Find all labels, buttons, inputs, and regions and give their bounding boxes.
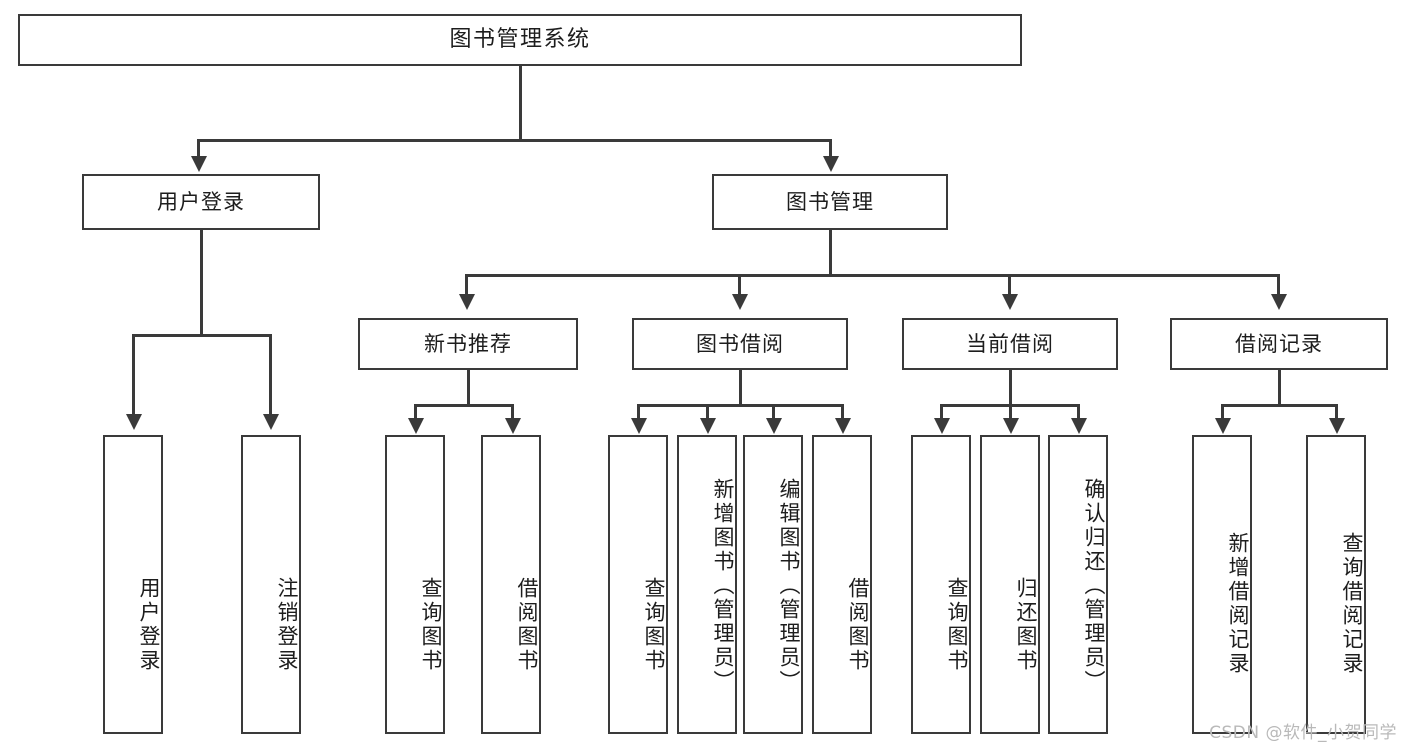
connector-borrow-record-bar <box>1222 404 1336 407</box>
node-new-book-recommend[interactable]: 新书推荐 <box>358 318 578 370</box>
arrow-to-book-borrow <box>731 294 748 310</box>
node-book-borrow[interactable]: 图书借阅 <box>632 318 848 370</box>
connector-book-borrow-stem <box>738 370 742 405</box>
node-label: 查询图书 <box>945 576 969 673</box>
connector-new-book-bar <box>415 404 512 407</box>
node-label: 注销登录 <box>275 576 299 673</box>
connector-book-borrow-child-3 <box>841 404 844 420</box>
node-book-management[interactable]: 图书管理 <box>712 174 948 230</box>
node-label: 归还图书 <box>1014 576 1038 673</box>
connector-user-login-child-0 <box>132 334 135 416</box>
connector-book-borrow-child-1 <box>706 404 709 420</box>
leaf-new-book-0[interactable]: 查询图书 <box>385 435 445 734</box>
connector-root-stem <box>518 66 522 140</box>
arrow-current-borrow-child-2 <box>1070 418 1087 434</box>
leaf-current-borrow-2[interactable]: 确认归还（管理员） <box>1048 435 1108 734</box>
connector-to-borrow-record <box>1277 274 1280 296</box>
connector-level2-bar <box>466 274 1280 277</box>
arrow-to-book-mgmt <box>822 156 839 172</box>
connector-borrow-record-stem <box>1277 370 1281 405</box>
node-label: 查询图书 <box>419 576 443 673</box>
arrow-user-login-child-1 <box>262 414 279 430</box>
node-label: 借阅图书 <box>846 576 870 673</box>
connector-to-book-borrow <box>738 274 741 296</box>
arrow-current-borrow-child-1 <box>1002 418 1019 434</box>
arrow-new-book-child-1 <box>504 418 521 434</box>
leaf-new-book-1[interactable]: 借阅图书 <box>481 435 541 734</box>
connector-book-borrow-child-0 <box>637 404 640 420</box>
leaf-user-login-1[interactable]: 注销登录 <box>241 435 301 734</box>
arrow-to-current-borrow <box>1001 294 1018 310</box>
connector-user-login-bar <box>133 334 270 337</box>
arrow-user-login-child-0 <box>125 414 142 430</box>
connector-borrow-record-child-1 <box>1335 404 1338 420</box>
arrow-borrow-record-child-1 <box>1328 418 1345 434</box>
connector-level1-bar <box>198 139 831 142</box>
node-label: 借阅图书 <box>515 576 539 673</box>
node-label: 新书推荐 <box>424 331 512 356</box>
node-label: 查询图书 <box>642 576 666 673</box>
connector-borrow-record-child-0 <box>1221 404 1224 420</box>
node-label: 当前借阅 <box>966 331 1054 356</box>
node-label: 用户登录 <box>157 189 245 214</box>
arrow-book-borrow-child-0 <box>630 418 647 434</box>
node-user-login[interactable]: 用户登录 <box>82 174 320 230</box>
arrow-to-user-login <box>190 156 207 172</box>
connector-current-borrow-child-0 <box>940 404 943 420</box>
leaf-borrow-record-0[interactable]: 新增借阅记录 <box>1192 435 1252 734</box>
node-label: 图书借阅 <box>696 331 784 356</box>
node-label: 用户登录 <box>137 576 161 673</box>
leaf-book-borrow-0[interactable]: 查询图书 <box>608 435 668 734</box>
connector-current-borrow-child-1 <box>1009 404 1012 420</box>
connector-user-login-stem <box>199 230 203 335</box>
connector-current-borrow-child-2 <box>1077 404 1080 420</box>
connector-book-mgmt-stem <box>828 230 832 275</box>
connector-to-book-mgmt <box>829 139 832 158</box>
node-label: 借阅记录 <box>1235 331 1323 356</box>
connector-new-book-child-0 <box>414 404 417 420</box>
connector-new-book-child-1 <box>511 404 514 420</box>
arrow-book-borrow-child-3 <box>834 418 851 434</box>
node-label: 新增图书（管理员） <box>711 477 735 694</box>
leaf-user-login-0[interactable]: 用户登录 <box>103 435 163 734</box>
leaf-book-borrow-3[interactable]: 借阅图书 <box>812 435 872 734</box>
connector-book-borrow-child-2 <box>772 404 775 420</box>
leaf-book-borrow-1[interactable]: 新增图书（管理员） <box>677 435 737 734</box>
node-label: 新增借阅记录 <box>1226 531 1250 676</box>
connector-new-book-stem <box>466 370 470 405</box>
node-current-borrow[interactable]: 当前借阅 <box>902 318 1118 370</box>
leaf-book-borrow-2[interactable]: 编辑图书（管理员） <box>743 435 803 734</box>
connector-book-borrow-bar <box>638 404 843 407</box>
arrow-book-borrow-child-1 <box>699 418 716 434</box>
arrow-borrow-record-child-0 <box>1214 418 1231 434</box>
leaf-current-borrow-0[interactable]: 查询图书 <box>911 435 971 734</box>
arrow-to-borrow-record <box>1270 294 1287 310</box>
connector-user-login-child-1 <box>269 334 272 416</box>
node-label: 查询借阅记录 <box>1340 531 1364 676</box>
leaf-current-borrow-1[interactable]: 归还图书 <box>980 435 1040 734</box>
connector-to-current-borrow <box>1008 274 1011 296</box>
connector-to-user-login <box>197 139 200 158</box>
watermark-text: CSDN @软件_小贺同学 <box>1209 723 1397 743</box>
node-root-system[interactable]: 图书管理系统 <box>18 14 1022 66</box>
connector-to-new-book <box>465 274 468 296</box>
node-borrow-record[interactable]: 借阅记录 <box>1170 318 1388 370</box>
node-label: 确认归还（管理员） <box>1082 477 1106 694</box>
node-label: 图书管理系统 <box>449 27 591 53</box>
arrow-to-new-book <box>458 294 475 310</box>
arrow-current-borrow-child-0 <box>933 418 950 434</box>
arrow-new-book-child-0 <box>407 418 424 434</box>
node-label: 图书管理 <box>786 189 874 214</box>
connector-current-borrow-stem <box>1008 370 1012 405</box>
arrow-book-borrow-child-2 <box>765 418 782 434</box>
node-label: 编辑图书（管理员） <box>777 477 801 694</box>
leaf-borrow-record-1[interactable]: 查询借阅记录 <box>1306 435 1366 734</box>
